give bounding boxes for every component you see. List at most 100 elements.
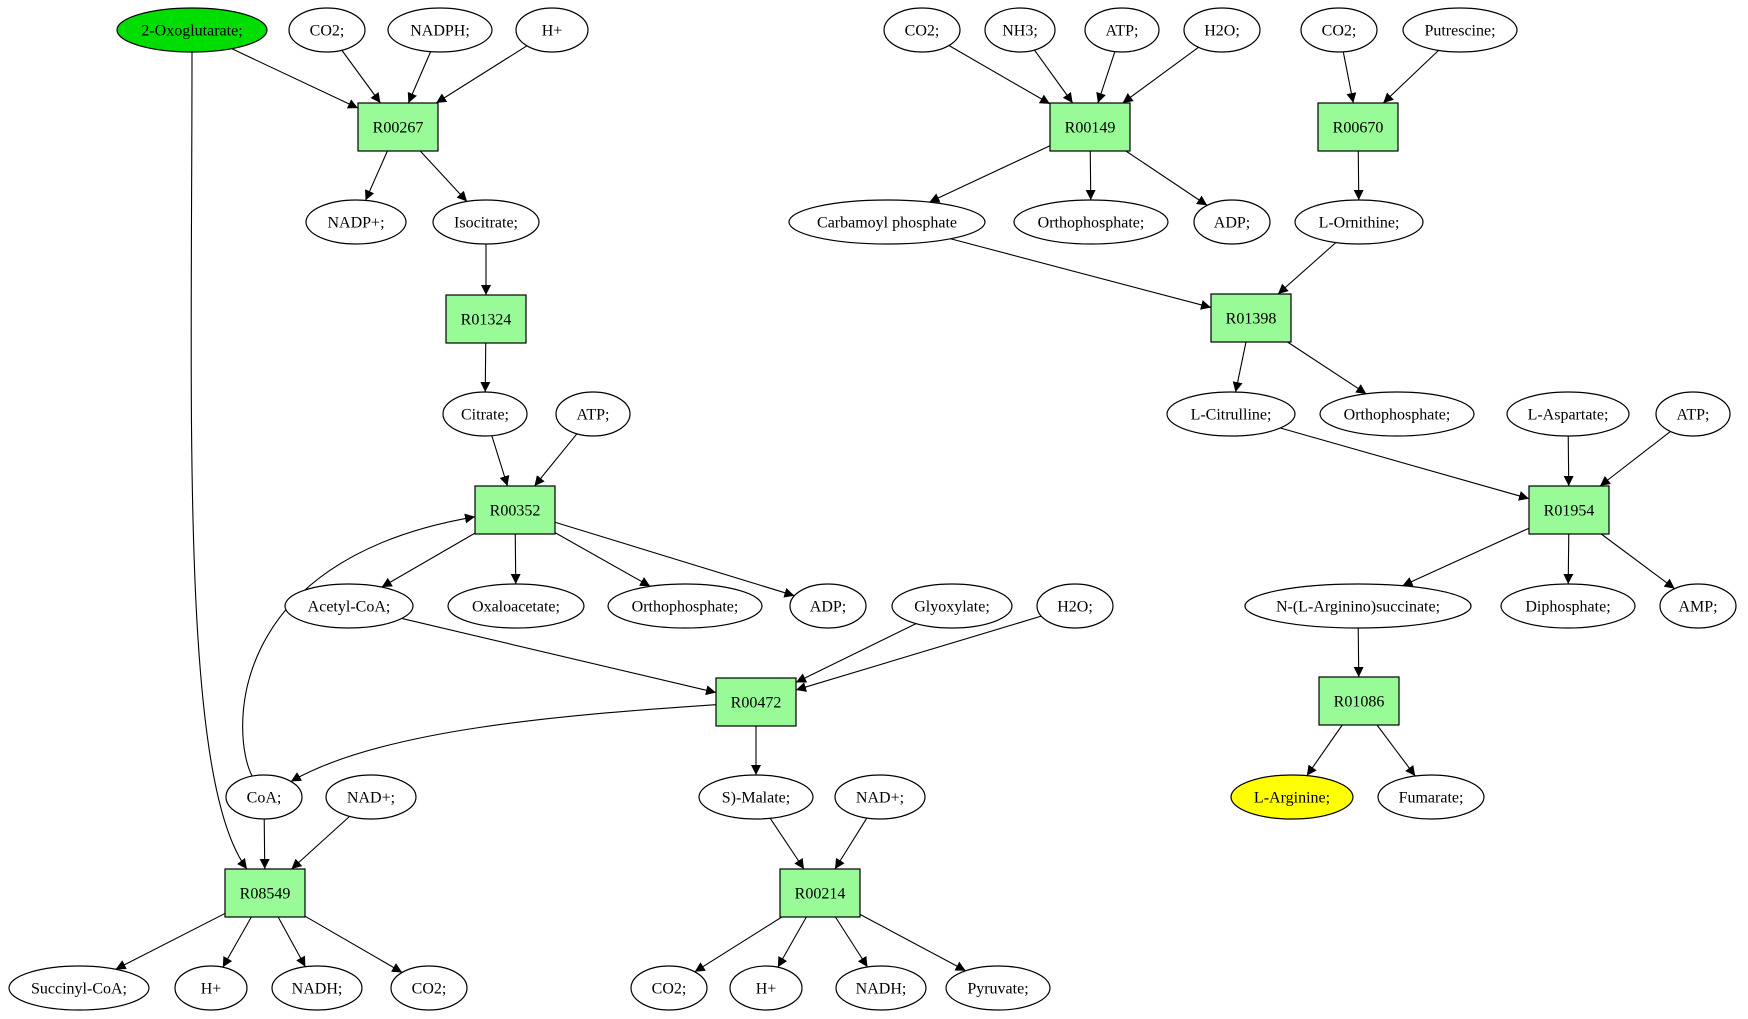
compound-node-c_amp[interactable]: AMP;: [1659, 583, 1737, 629]
compound-node-c_atp_c[interactable]: ATP;: [1655, 391, 1731, 437]
node-label: Pyruvate;: [967, 981, 1028, 998]
edge-c_co2_d-to-r_00149: [948, 45, 1051, 105]
compound-ellipse: [1659, 583, 1737, 629]
reaction-box: [1318, 676, 1400, 726]
compound-node-c_hplus_b[interactable]: H+: [174, 965, 248, 1011]
compound-node-c_h2o_b[interactable]: H2O;: [1183, 7, 1261, 53]
compound-node-c_orthophos_a[interactable]: Orthophosphate;: [607, 583, 763, 629]
node-label: R00149: [1065, 120, 1116, 137]
compound-node-c_acetylcoa[interactable]: Acetyl-CoA;: [284, 583, 414, 629]
reaction-node-r_01954[interactable]: R01954: [1528, 485, 1610, 535]
compound-node-c_co2_a[interactable]: CO2;: [288, 7, 366, 53]
compound-node-c_adp_a[interactable]: ADP;: [789, 583, 867, 629]
compound-node-c_orthophos_c[interactable]: Orthophosphate;: [1319, 391, 1475, 437]
node-label: CO2;: [412, 981, 447, 998]
reaction-node-r_00352[interactable]: R00352: [474, 485, 556, 535]
reaction-box: [224, 868, 306, 918]
compound-ellipse: [442, 391, 528, 437]
compound-node-c_orthophos_b[interactable]: Orthophosphate;: [1013, 199, 1169, 245]
node-label: CO2;: [905, 23, 940, 40]
node-label: Succinyl-CoA;: [31, 981, 127, 998]
reaction-node-r_01324[interactable]: R01324: [445, 294, 527, 344]
edge-c_ornithine-to-r_01398: [1277, 242, 1337, 295]
compound-node-c_nadh_b[interactable]: NADH;: [835, 965, 927, 1011]
compound-node-c_malate[interactable]: S)-Malate;: [698, 774, 814, 820]
edge-r_01398-to-c_orthophos_c: [1287, 341, 1367, 395]
edge-r_00352-to-c_acetylcoa: [381, 532, 476, 588]
node-label: CO2;: [1322, 23, 1357, 40]
compound-node-c_h2o_a[interactable]: H2O;: [1036, 583, 1114, 629]
compound-node-c_ornithine[interactable]: L-Ornithine;: [1294, 199, 1424, 245]
compound-ellipse: [1084, 7, 1160, 53]
compound-node-c_atp_b[interactable]: ATP;: [1084, 7, 1160, 53]
compound-ellipse: [288, 7, 366, 53]
compound-node-c_diphosphate[interactable]: Diphosphate;: [1500, 583, 1636, 629]
compound-node-c_co2_d[interactable]: CO2;: [883, 7, 961, 53]
compound-node-c_succinylcoa[interactable]: Succinyl-CoA;: [8, 965, 150, 1011]
compound-node-c_nadh_a[interactable]: NADH;: [271, 965, 363, 1011]
edge-c_atp_b-to-r_00149: [1096, 51, 1116, 104]
node-label: Orthophosphate;: [632, 599, 739, 616]
edge-r_00214-to-c_co2_c: [694, 916, 783, 973]
compound-node-c_hplus_c[interactable]: H+: [729, 965, 803, 1011]
compound-node-c_oxaloacetate[interactable]: Oxaloacetate;: [447, 583, 585, 629]
compound-node-c_glyoxylate[interactable]: Glyoxylate;: [891, 583, 1013, 629]
compound-node-c_isocitrate[interactable]: Isocitrate;: [432, 199, 540, 245]
compound-node-c_adp_b[interactable]: ADP;: [1193, 199, 1271, 245]
compound-node-c_2oxo[interactable]: 2-Oxoglutarate;: [116, 7, 268, 53]
edge-r_00267-to-c_isocitrate: [419, 150, 468, 202]
compound-ellipse: [325, 774, 417, 820]
compound-ellipse: [447, 583, 585, 629]
compound-node-c_nadp[interactable]: NADP+;: [305, 199, 407, 245]
reaction-node-r_08549[interactable]: R08549: [224, 868, 306, 918]
node-label: H2O;: [1204, 23, 1240, 40]
compound-node-c_aspartate[interactable]: L-Aspartate;: [1506, 391, 1630, 437]
compound-node-c_nad_a[interactable]: NAD+;: [325, 774, 417, 820]
compound-node-c_pyruvate[interactable]: Pyruvate;: [945, 965, 1051, 1011]
reaction-node-r_01086[interactable]: R01086: [1318, 676, 1400, 726]
node-label: Fumarate;: [1399, 790, 1464, 807]
compound-node-c_co2_c[interactable]: CO2;: [630, 965, 708, 1011]
reaction-node-r_00149[interactable]: R00149: [1049, 102, 1131, 152]
edge-r_00214-to-c_nadh_b: [834, 916, 868, 968]
compound-ellipse: [432, 199, 540, 245]
reaction-box: [1528, 485, 1610, 535]
reaction-box: [474, 485, 556, 535]
compound-node-c_arginine[interactable]: L-Arginine;: [1230, 774, 1354, 820]
compound-node-c_arginosucc[interactable]: N-(L-Arginino)succinate;: [1244, 583, 1472, 629]
compound-node-c_coa[interactable]: CoA;: [225, 774, 303, 820]
compound-node-c_carbamoyl[interactable]: Carbamoyl phosphate: [788, 199, 986, 245]
compound-node-c_citrulline[interactable]: L-Citrulline;: [1166, 391, 1296, 437]
reaction-node-r_00214[interactable]: R00214: [779, 868, 861, 918]
edge-c_arginosucc-to-r_01086: [1353, 627, 1364, 678]
node-label: NH3;: [1002, 23, 1038, 40]
compound-node-c_co2_e[interactable]: CO2;: [1300, 7, 1378, 53]
compound-node-c_nadph[interactable]: NADPH;: [387, 7, 493, 53]
compound-node-c_co2_b[interactable]: CO2;: [390, 965, 468, 1011]
compound-node-c_putrescine[interactable]: Putrescine;: [1402, 7, 1518, 53]
node-label: NAD+;: [347, 790, 395, 807]
reaction-node-r_01398[interactable]: R01398: [1210, 293, 1292, 343]
edge-r_01086-to-c_arginine: [1306, 724, 1343, 776]
node-label: H+: [542, 23, 563, 40]
node-label: CoA;: [247, 790, 282, 807]
compound-node-c_hplus_a[interactable]: H+: [515, 7, 589, 53]
compound-node-c_atp_a[interactable]: ATP;: [555, 391, 631, 437]
reaction-node-r_00472[interactable]: R00472: [715, 677, 797, 727]
edge-c_2oxo-to-r_00267: [231, 48, 359, 109]
edge-c_atp_c-to-r_01954: [1599, 431, 1671, 487]
edge-r_00472-to-c_coa: [290, 704, 717, 782]
edge-r_00267-to-c_nadp: [365, 150, 388, 201]
compound-node-c_nh3[interactable]: NH3;: [984, 7, 1056, 53]
compound-ellipse: [387, 7, 493, 53]
reaction-node-r_00670[interactable]: R00670: [1317, 102, 1399, 152]
edge-r_00352-to-c_orthophos_a: [554, 532, 651, 587]
node-label: NADP+;: [327, 215, 384, 232]
reaction-node-r_00267[interactable]: R00267: [357, 102, 439, 152]
node-label: NADH;: [856, 981, 907, 998]
compound-node-c_citrate[interactable]: Citrate;: [442, 391, 528, 437]
compound-node-c_nad_b[interactable]: NAD+;: [834, 774, 926, 820]
compound-node-c_fumarate[interactable]: Fumarate;: [1377, 774, 1485, 820]
